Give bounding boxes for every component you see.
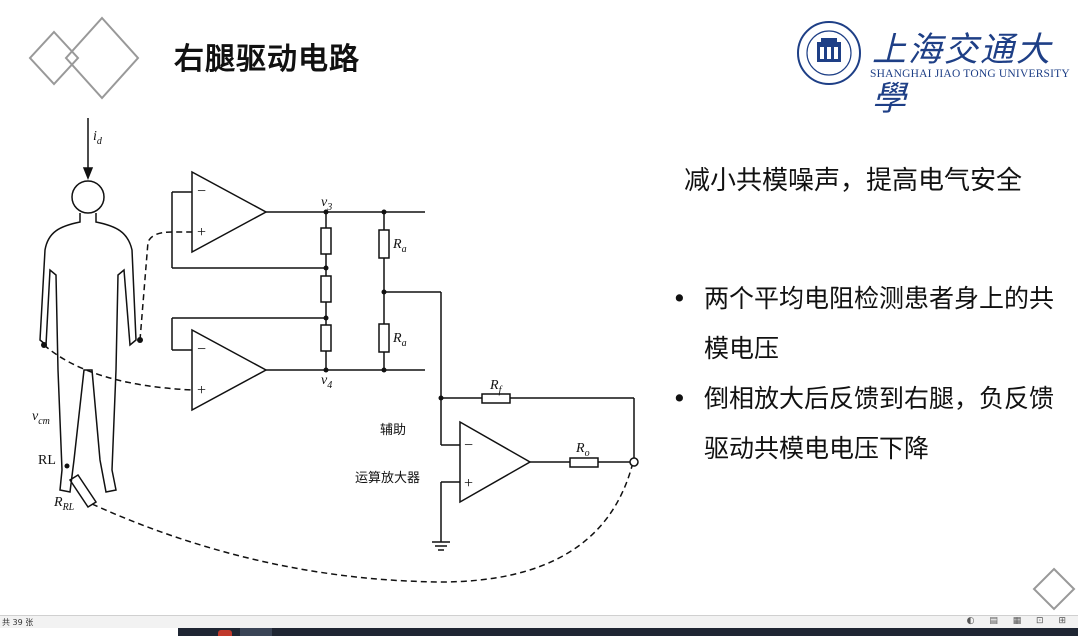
bullet-marker: • xyxy=(672,384,687,413)
taskbar-strip xyxy=(178,628,1078,636)
svg-text:+: + xyxy=(197,382,206,399)
slide-title: 右腿驱动电路 xyxy=(174,42,360,77)
taskbar xyxy=(0,628,1078,636)
svg-text:+: + xyxy=(197,224,206,241)
svg-text:RL: RL xyxy=(38,453,56,468)
view-mode-icons[interactable]: ◐ ▤ ▦ ⊡ ⊞ xyxy=(966,616,1072,626)
logo-name-en: SHANGHAI JIAO TONG UNIVERSITY xyxy=(870,68,1070,80)
svg-text:运算放大器: 运算放大器 xyxy=(355,471,420,486)
bullet-marker: • xyxy=(672,284,687,313)
svg-text:+: + xyxy=(464,475,473,492)
right-leg-drive-circuit-diagram: id v3 v4 Ra Ra Rf Ro vcm RL RRL − + − + … xyxy=(32,118,639,583)
decorative-diamond-corner xyxy=(1032,567,1076,611)
svg-text:vcm: vcm xyxy=(32,409,50,427)
svg-text:−: − xyxy=(197,341,206,358)
logo-name-cn: 上海交通大學 xyxy=(872,30,1052,119)
svg-text:Ra: Ra xyxy=(392,331,407,349)
svg-text:−: − xyxy=(464,437,473,454)
university-seal-icon xyxy=(797,21,861,85)
svg-text:−: − xyxy=(197,183,206,200)
taskbar-app-icon[interactable] xyxy=(218,630,232,636)
presentation-status-bar: 共 39 张 ◐ ▤ ▦ ⊡ ⊞ xyxy=(0,615,1078,629)
svg-text:Rf: Rf xyxy=(489,378,503,396)
bullet-text: 倒相放大后反馈到右腿，负反馈驱动共模电电压下降 xyxy=(704,384,1055,463)
svg-text:RRL: RRL xyxy=(53,495,75,513)
slide-headline: 减小共模噪声，提高电气安全 xyxy=(684,166,1023,196)
svg-text:v3: v3 xyxy=(321,195,332,213)
slide-count-label: 共 39 张 xyxy=(2,618,34,627)
svg-text:v4: v4 xyxy=(321,373,332,391)
decorative-diamonds xyxy=(28,16,140,100)
svg-text:id: id xyxy=(93,129,103,147)
svg-text:Ra: Ra xyxy=(392,237,407,255)
bullet-text: 两个平均电阻检测患者身上的共模电压 xyxy=(704,284,1055,363)
taskbar-app-button[interactable] xyxy=(240,628,272,636)
svg-text:Ro: Ro xyxy=(575,441,590,459)
svg-text:辅助: 辅助 xyxy=(380,423,406,438)
slide-canvas: 右腿驱动电路 上海交通大學 SHANGHAI JIAO TONG UNIVERS… xyxy=(28,16,1076,611)
